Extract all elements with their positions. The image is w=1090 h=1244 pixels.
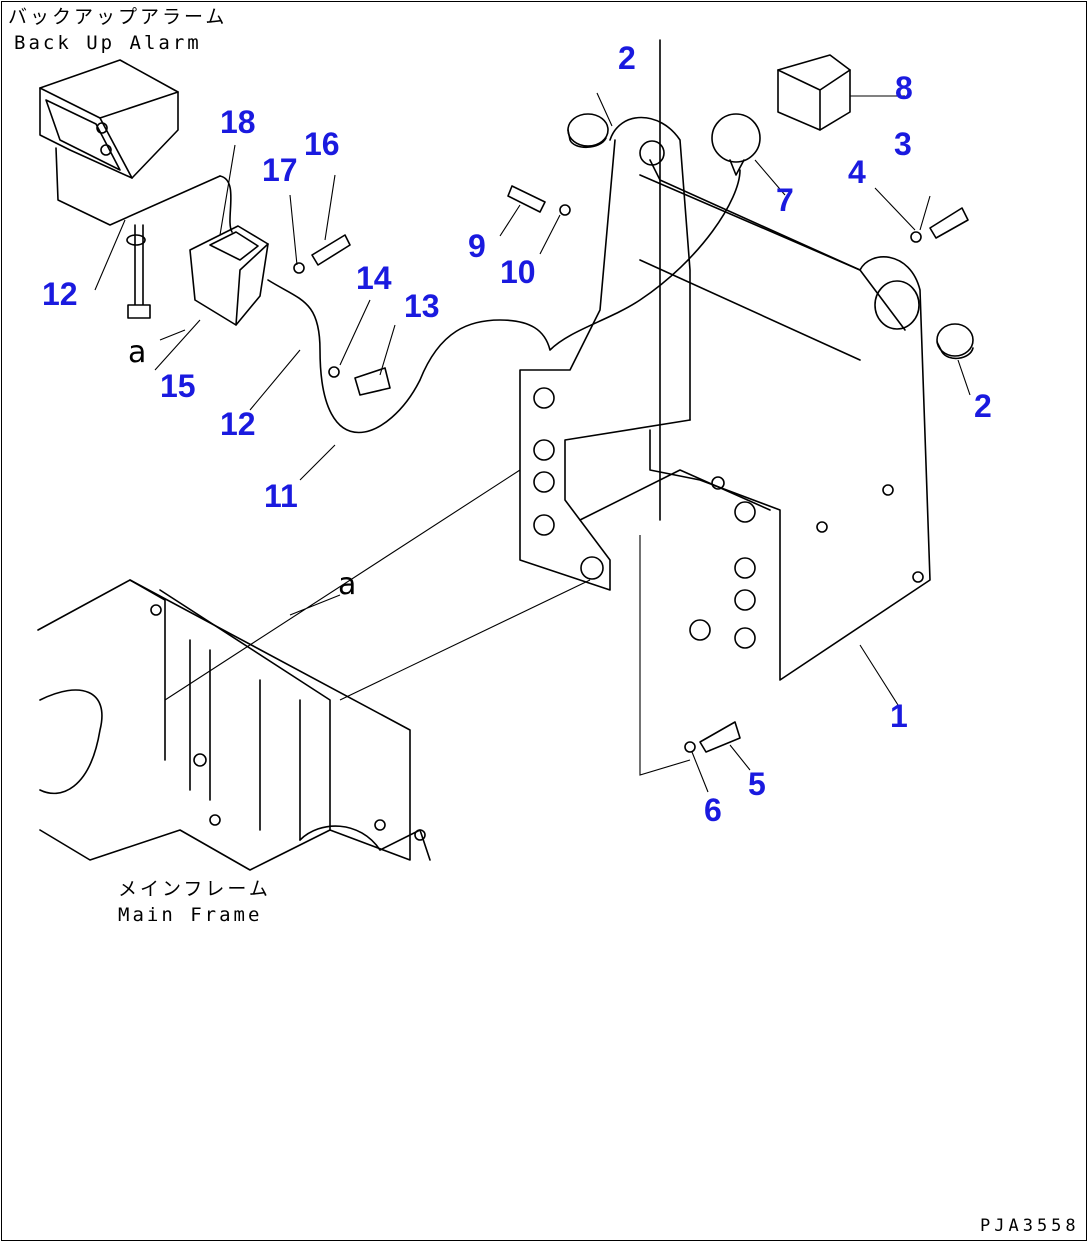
- callout-part: 18: [220, 104, 256, 140]
- callout-part: 12: [220, 406, 256, 442]
- drawing-code: PJA3558: [980, 1216, 1080, 1236]
- callout-part: 17: [262, 152, 298, 188]
- callout-part: 11: [264, 478, 298, 514]
- callout-part: 7: [776, 182, 794, 218]
- callout-part: 12: [42, 276, 78, 312]
- main-frame-label-en: Main Frame: [118, 904, 263, 926]
- callout-part: 13: [404, 288, 440, 324]
- callout-part: 6: [704, 792, 722, 828]
- wiring-harness: [219, 169, 741, 434]
- reference-mark-a: a: [338, 567, 357, 602]
- backup-alarm-label-jp: バックアップアラーム: [8, 6, 228, 28]
- callout-part: 4: [848, 154, 866, 190]
- callout-part: 2: [618, 40, 636, 76]
- bolt-group: [126, 185, 969, 753]
- hitch-frame: [519, 39, 931, 776]
- callout-part: 8: [895, 70, 913, 106]
- backup-alarm-unit: [39, 59, 221, 226]
- reference-mark-a: a: [128, 335, 147, 370]
- callout-part: 10: [500, 254, 536, 290]
- backup-alarm-label-en: Back Up Alarm: [14, 32, 202, 54]
- lamp-and-relay: [711, 54, 851, 176]
- bushings: [567, 113, 974, 360]
- callout-part: 3: [894, 126, 912, 162]
- callout-part: 14: [356, 260, 392, 296]
- callout-part: 1: [890, 698, 908, 734]
- callout-part: 15: [160, 368, 196, 404]
- callout-part: 5: [748, 766, 766, 802]
- main-frame-structure: [37, 579, 431, 871]
- callout-part: 16: [304, 126, 340, 162]
- leader-lines: [94, 92, 971, 793]
- main-frame-label-jp: メインフレーム: [118, 878, 271, 900]
- callout-part: 9: [468, 228, 486, 264]
- alarm-bracket: [189, 225, 269, 326]
- callout-part: 2: [974, 388, 992, 424]
